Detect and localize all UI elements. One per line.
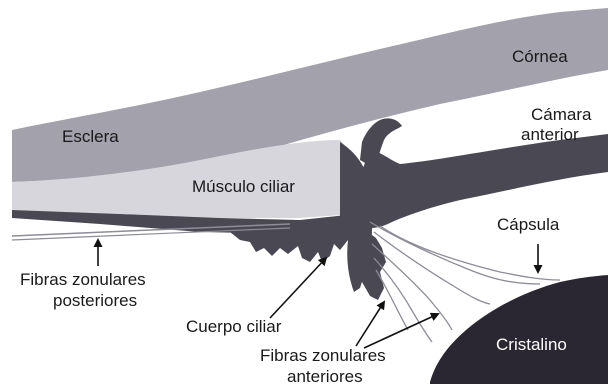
- label-esclera: Esclera: [62, 127, 119, 146]
- label-cuerpo-ciliar: Cuerpo ciliar: [186, 317, 282, 336]
- arrow-cuerpo-ciliar: [270, 258, 326, 318]
- label-musculo-ciliar: Músculo ciliar: [192, 177, 295, 196]
- label-capsula: Cápsula: [497, 215, 560, 234]
- arrow-fibras-anteriores-2: [364, 314, 438, 348]
- iris-shape: [352, 134, 608, 228]
- label-camara-line1: Cámara: [531, 105, 592, 124]
- label-fibras-anteriores-line1: Fibras zonulares: [260, 346, 386, 365]
- label-fibras-anteriores-line2: anteriores: [287, 367, 363, 386]
- label-camara-line2: anterior: [521, 125, 579, 144]
- label-cristalino: Cristalino: [496, 335, 567, 354]
- arrow-fibras-anteriores-1: [356, 302, 384, 346]
- label-cornea: Córnea: [512, 47, 568, 66]
- label-fibras-posteriores-line2: posteriores: [53, 291, 137, 310]
- label-fibras-posteriores-line1: Fibras zonulares: [20, 270, 146, 289]
- lens-shape: [430, 275, 608, 384]
